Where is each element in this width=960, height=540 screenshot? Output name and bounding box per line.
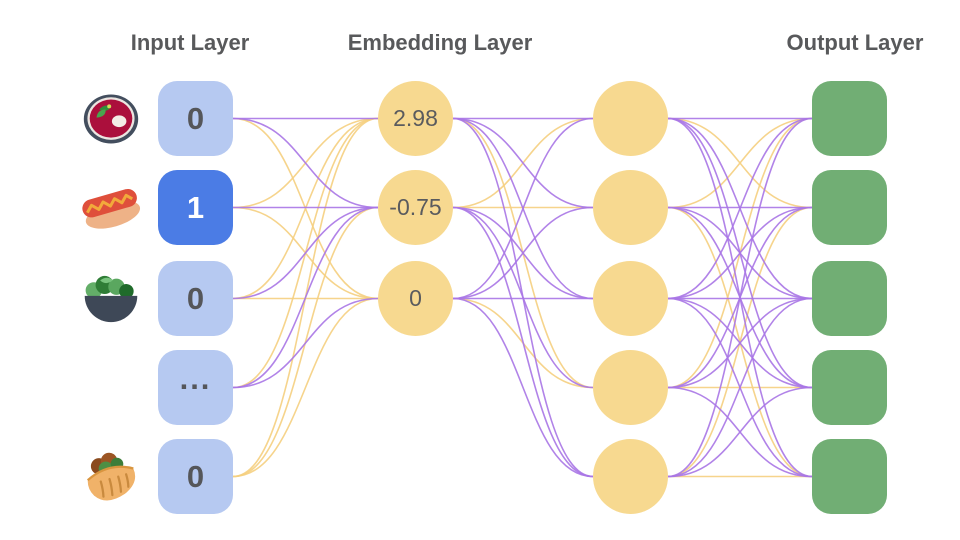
output-layer-title: Output Layer (786, 30, 924, 55)
input-node-value: 0 (186, 280, 205, 316)
embedding-node-value: 2.98 (393, 105, 438, 131)
edge-purple (667, 117, 813, 300)
edge-purple (452, 206, 594, 389)
edge-purple (452, 117, 594, 209)
hidden-node-1 (593, 81, 668, 156)
edge-yellow (232, 117, 379, 300)
edge-purple (667, 117, 813, 478)
edge-purple (667, 297, 813, 389)
hidden-node-4 (593, 350, 668, 425)
embedding-node-value: -0.75 (389, 194, 442, 220)
input-node-value: ... (179, 360, 212, 396)
edge-yellow (667, 117, 813, 209)
input-node-3: 0 (158, 261, 233, 336)
input-node-2: 1 (158, 170, 233, 245)
edge-yellow (232, 297, 379, 478)
embedding-node-1: 2.98 (378, 81, 453, 156)
edge-purple (452, 297, 594, 478)
input-node-4: ... (158, 350, 233, 425)
edge-purple (452, 206, 594, 300)
embedding-node-value: 0 (409, 285, 422, 311)
embedding-node-3: 0 (378, 261, 453, 336)
edge-purple (232, 297, 379, 389)
borscht-icon (82, 93, 140, 145)
output-node-3 (812, 261, 887, 336)
input-node-value: 0 (186, 100, 205, 136)
hidden-node-2 (593, 170, 668, 245)
embedding-layer-title: Embedding Layer (347, 30, 533, 55)
input-node-value: 0 (186, 458, 205, 494)
output-node-5 (812, 439, 887, 514)
input-node-1: 0 (158, 81, 233, 156)
edge-purple (667, 386, 813, 478)
hidden-node-3 (593, 261, 668, 336)
input-layer-title: Input Layer (130, 30, 250, 55)
edge-purple (232, 206, 379, 300)
output-node-1 (812, 81, 887, 156)
hotdog-icon (78, 179, 144, 237)
edge-purple (667, 206, 813, 300)
edge-purple (667, 297, 813, 478)
edge-purple (232, 117, 379, 209)
input-node-value: 1 (186, 189, 205, 225)
hidden-node-5 (593, 439, 668, 514)
edge-purple (452, 206, 594, 478)
edge-purple (232, 206, 379, 389)
edge-purple (452, 117, 594, 300)
input-node-5: 0 (158, 439, 233, 514)
embedding-node-2: -0.75 (378, 170, 453, 245)
output-node-4 (812, 350, 887, 425)
salad-icon (82, 273, 140, 325)
output-node-2 (812, 170, 887, 245)
pita-icon (82, 449, 140, 505)
